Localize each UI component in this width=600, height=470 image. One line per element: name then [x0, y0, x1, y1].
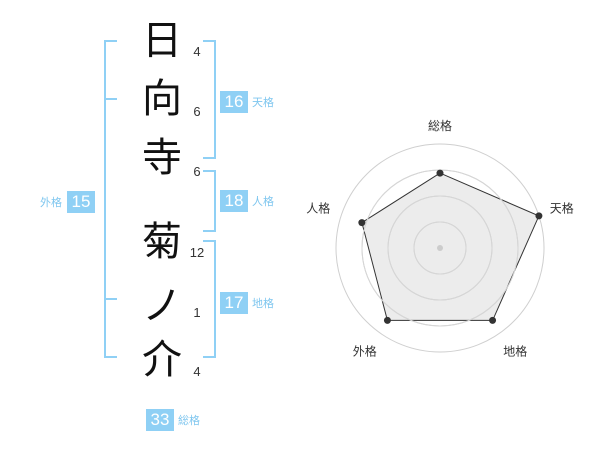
- jinkaku-badge: 18 人格: [220, 190, 274, 212]
- chikaku-bracket: [203, 240, 216, 358]
- radar-center-dot: [437, 245, 443, 251]
- stroke-count-3: 6: [193, 164, 201, 179]
- jinkaku-label: 人格: [252, 195, 274, 208]
- name-char-6: 介: [142, 337, 182, 383]
- radar-axis-label: 人格: [306, 200, 330, 215]
- gaikaku-bracket: [104, 40, 117, 358]
- name-strokes-panel: 日 向 寺 菊 ノ 介 4 6 6 12 1 4 16 天格 18 人格 17 …: [40, 18, 274, 431]
- radar-ring-overlay: [387, 195, 493, 301]
- radar-point: [535, 212, 543, 220]
- bracket-tick: [104, 98, 117, 100]
- tenkaku-bracket: [203, 40, 216, 159]
- radar-axis-label: 地格: [503, 344, 527, 359]
- chikaku-badge: 17 地格: [220, 292, 274, 314]
- name-char-4: 菊: [142, 219, 182, 265]
- chikaku-value: 17: [220, 292, 248, 314]
- radar-point: [358, 219, 366, 227]
- stroke-count-5: 1: [193, 305, 201, 320]
- radar-point: [489, 316, 497, 324]
- soukaku-badge: 33 総格: [146, 409, 200, 431]
- soukaku-label: 総格: [178, 414, 200, 427]
- name-char-1: 日: [142, 18, 182, 64]
- name-char-2: 向: [142, 76, 182, 122]
- stroke-count-4: 12: [189, 245, 205, 260]
- radar-axis-label: 外格: [353, 344, 377, 359]
- tenkaku-badge: 16 天格: [220, 91, 274, 113]
- radar-point: [436, 169, 444, 177]
- gaikaku-badge: 外格 15: [40, 191, 95, 213]
- radar-axis-label: 総格: [428, 118, 452, 133]
- chikaku-label: 地格: [252, 297, 274, 310]
- stroke-count-1: 4: [193, 44, 201, 59]
- radar-point: [383, 316, 391, 324]
- radar-axis-label: 天格: [550, 200, 574, 215]
- radar-ring-overlay: [413, 221, 467, 275]
- name-char-3: 寺: [142, 135, 182, 181]
- jinkaku-bracket: [203, 170, 216, 232]
- tenkaku-value: 16: [220, 91, 248, 113]
- gaikaku-label: 外格: [40, 196, 62, 209]
- stroke-count-2: 6: [193, 104, 201, 119]
- name-char-5: ノ: [142, 283, 182, 329]
- jinkaku-value: 18: [220, 190, 248, 212]
- soukaku-value: 33: [146, 409, 174, 431]
- radar-series-polygon: [361, 172, 540, 321]
- stroke-count-6: 4: [193, 364, 201, 379]
- gaikaku-value: 15: [67, 191, 95, 213]
- bracket-tick: [104, 298, 117, 300]
- tenkaku-label: 天格: [252, 96, 274, 109]
